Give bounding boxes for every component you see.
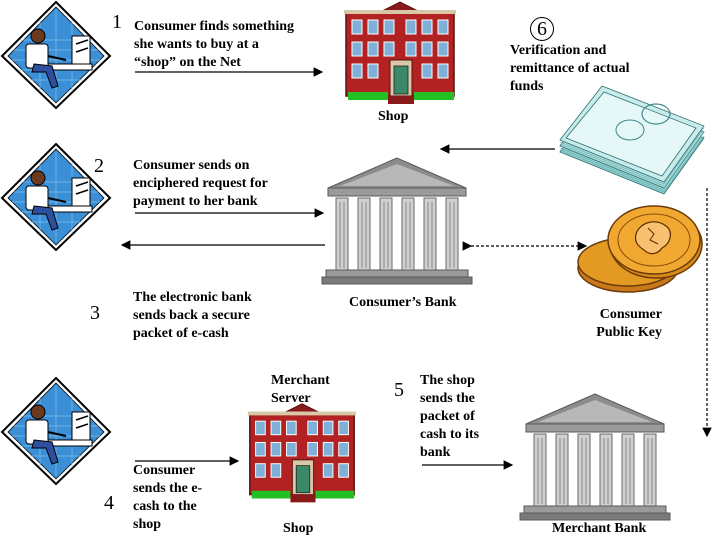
consumer-computer-icon (0, 142, 112, 252)
step-2-text: Consumer sends on enciphered request for… (133, 158, 268, 209)
step-5-number: 5 (394, 379, 404, 401)
merchant-bank-icon (519, 393, 671, 521)
step-6-text: Verification and remittance of actual fu… (510, 43, 630, 94)
step-2-number: 2 (94, 155, 104, 177)
shop-bottom-label: Shop (283, 521, 314, 536)
consumer-computer-icon (0, 376, 112, 486)
step-3-text: The electronic bank sends back a secure … (133, 290, 252, 341)
merchant-server-label: Merchant Server (271, 373, 330, 406)
step-1-text: Consumer finds something she wants to bu… (134, 19, 294, 70)
step-1-number: 1 (112, 11, 122, 33)
consumers-bank-label: Consumer’s Bank (349, 295, 457, 310)
step-4-number: 4 (104, 492, 114, 514)
consumer-public-key-label: Consumer Public Key (596, 307, 662, 340)
shop-top-label: Shop (378, 109, 409, 124)
step-5-text: The shop sends the packet of cash to its… (420, 373, 480, 460)
consumer-computer-icon (0, 0, 112, 110)
consumer-bank-icon (321, 157, 473, 285)
coins-icon (577, 205, 703, 293)
shop-building-icon (344, 1, 456, 104)
step-6-number: 6 (530, 17, 554, 41)
step-4-text: Consumer sends the e-cash to the shop (133, 463, 203, 532)
money-stack-icon (559, 85, 705, 195)
merchant-server-building-icon (247, 403, 357, 503)
merchant-bank-label: Merchant Bank (552, 521, 647, 536)
step-3-number: 3 (90, 302, 100, 324)
